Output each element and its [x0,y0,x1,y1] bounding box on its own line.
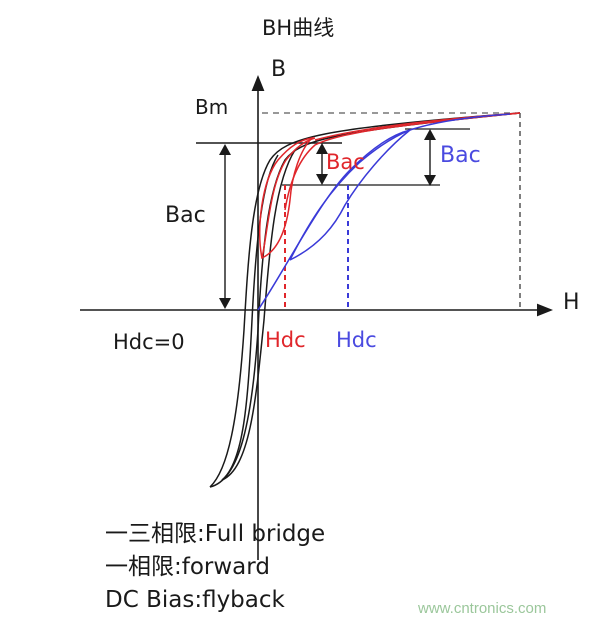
b-axis-label: B [271,57,287,82]
watermark: www.cntronics.com [418,600,547,617]
topology-notes: 一三相限:Full bridge 一相限:forward DC Bias:fly… [105,518,325,617]
bac-black-label: Bac [165,203,206,228]
hdc-blue-label: Hdc [336,328,377,352]
bm-label: Bm [195,95,229,119]
diagram-title: BH曲线 [262,16,335,40]
h-axis-label: H [563,290,580,315]
note-flyback: DC Bias:flyback [105,587,285,613]
blue-minor-loops [257,113,511,311]
black-major-loop [209,112,521,488]
note-forward: 一相限:forward [105,554,270,580]
bac-blue-label: Bac [440,143,481,168]
bac-red-label: Bac [326,150,365,174]
note-full-bridge: 一三相限:Full bridge [105,521,326,547]
hdc-red-label: Hdc [265,328,306,352]
hdc-zero-label: Hdc=0 [113,330,185,354]
